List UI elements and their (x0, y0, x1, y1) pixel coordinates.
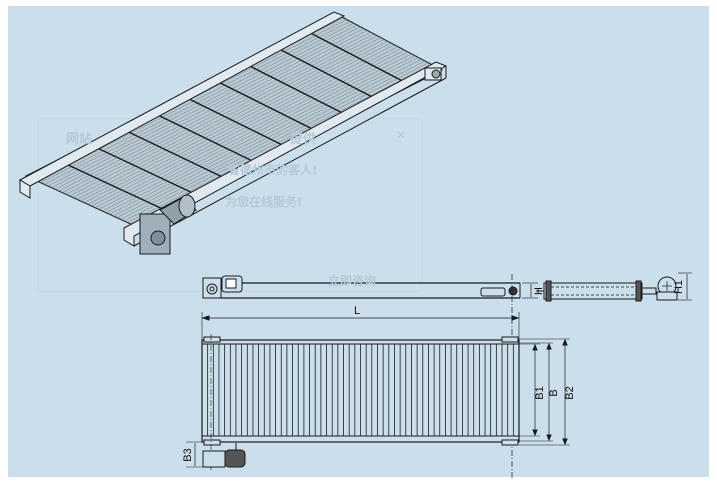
dim-l-arrows (201, 315, 520, 321)
top-motor (224, 449, 246, 468)
watermark-consult-button: 立即咨询 (328, 274, 377, 288)
iso-crossbar (151, 111, 259, 165)
end-shaft-right (641, 287, 657, 295)
side-gearbox-shaft-center (209, 286, 215, 292)
watermark-greeting: 省德州市的客人! (228, 163, 318, 177)
iso-far-rail-end (19, 179, 31, 199)
top-slats (207, 344, 514, 436)
end-bracket-right (635, 280, 642, 302)
end-frame (543, 282, 643, 300)
dim-b-label: B (548, 389, 560, 396)
bracket-bottom-left (203, 439, 221, 446)
top-view (186, 312, 570, 470)
bracket-bottom-right (501, 439, 519, 446)
dim-b2-label: B2 (564, 386, 576, 399)
iso-crossbar (245, 63, 351, 118)
side-tail-bracket (480, 287, 506, 297)
dim-l-label: L (354, 305, 360, 317)
watermark-provided: 提供 (290, 132, 317, 147)
dim-width-arrows (532, 338, 568, 446)
end-gearbox (656, 291, 678, 301)
bracket-top-right (501, 336, 519, 343)
watermark-brand: 网站 (66, 132, 93, 147)
dim-b3-label: B3 (182, 448, 194, 461)
end-bracket-left (545, 280, 552, 302)
watermark-close-icon: ✕ (396, 128, 407, 142)
iso-crossbar (276, 47, 381, 102)
end-view (536, 272, 692, 302)
iso-crossbar (57, 159, 166, 212)
iso-crossbar (119, 127, 228, 180)
iso-crossbar (308, 31, 412, 87)
iso-rail-lower-edge (133, 77, 447, 247)
iso-crossbar (214, 79, 320, 134)
side-tail-roller (508, 286, 518, 296)
watermark-service: 为您在线服务! (225, 195, 303, 209)
side-view (202, 274, 538, 478)
top-gearbox (202, 450, 226, 468)
bracket-top-left (203, 336, 221, 343)
iso-motor-fan (178, 194, 196, 218)
iso-crossbar (182, 95, 289, 149)
iso-gearbox-shaft (150, 230, 166, 246)
dim-b1-label: B1 (534, 386, 546, 399)
isometric-view (18, 11, 448, 255)
side-motor-terminal-box (225, 278, 237, 289)
iso-near-rail (123, 61, 448, 247)
iso-tail-roller (431, 69, 441, 79)
dim-h1-label: H1 (673, 280, 685, 294)
iso-crossbar (88, 143, 197, 196)
